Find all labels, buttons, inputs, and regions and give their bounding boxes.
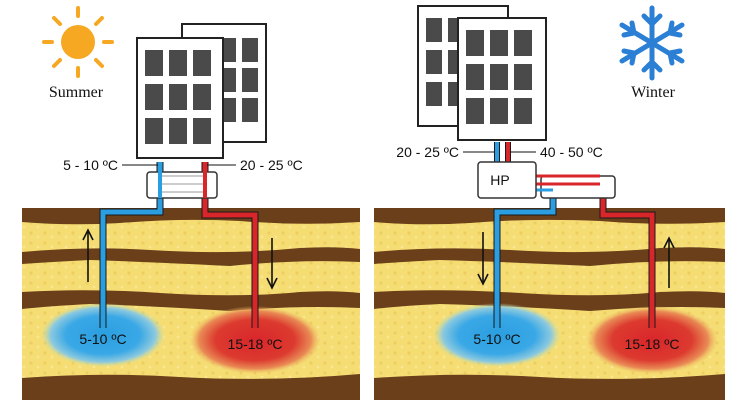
winter-clay-bottom: [374, 374, 725, 400]
summer-season-label: Summer: [49, 84, 104, 101]
snowflake-icon: [619, 5, 685, 81]
winter-panel: Winter 20 - 25 ºC 40 - 50 ºC HP 5-10 ºC …: [374, 5, 725, 400]
summer-cold-well: [41, 303, 165, 367]
summer-up-arrow: [82, 228, 94, 282]
winter-warm-well: [586, 306, 718, 374]
winter-heat-exchanger: [540, 175, 616, 199]
summer-warm-well: [189, 306, 321, 374]
heat-pump-box: [477, 161, 537, 199]
winter-cold-pipe: [494, 190, 556, 328]
winter-up-arrow: [663, 236, 675, 288]
winter-cold-well-label: 5-10 ºC: [473, 331, 520, 347]
summer-clay-bottom: [22, 374, 360, 400]
summer-ground: [22, 208, 360, 400]
summer-supply-temp: 5 - 10 ºC: [63, 157, 118, 173]
summer-building-front: [136, 37, 224, 159]
sun-icon: [42, 6, 114, 78]
summer-return-temp: 20 - 25 ºC: [240, 157, 303, 173]
summer-pipes: [99, 162, 259, 328]
summer-down-arrow: [266, 238, 278, 290]
winter-building-front: [457, 17, 547, 141]
winter-warm-well-label: 15-18 ºC: [625, 336, 680, 352]
summer-panel: Summer 5 - 10 ºC 20 - 25 ºC 5-10 ºC 15-1…: [22, 6, 360, 400]
winter-down-arrow: [477, 232, 489, 286]
winter-warm-pipe: [600, 190, 655, 328]
summer-cold-well-label: 5-10 ºC: [79, 331, 126, 347]
summer-warm-well-label: 15-18 ºC: [228, 336, 283, 352]
winter-pipes: [477, 142, 656, 328]
winter-supply-temp: 20 - 25 ºC: [396, 144, 459, 160]
winter-clay-layer-2: [374, 290, 725, 311]
winter-cold-well: [433, 303, 561, 367]
heat-pump-label: HP: [490, 172, 509, 188]
winter-return-temp: 40 - 50 ºC: [540, 144, 603, 160]
winter-clay-layer-1: [374, 247, 725, 266]
winter-season-label: Winter: [631, 84, 675, 101]
